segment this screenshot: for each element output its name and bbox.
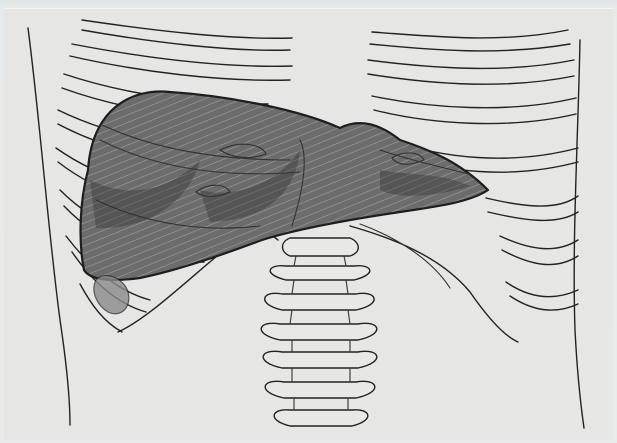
- vertebral-column: [261, 238, 377, 426]
- gallbladder: [94, 276, 129, 314]
- body-outline-left: [28, 28, 70, 425]
- costal-margin-right: [350, 226, 518, 342]
